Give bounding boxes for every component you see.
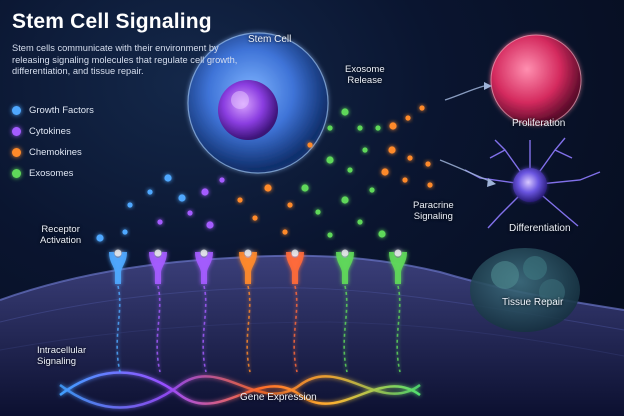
signaling-molecule bbox=[357, 219, 363, 225]
description-text: Stem cells communicate with their enviro… bbox=[12, 43, 238, 77]
signaling-pathway-line bbox=[202, 285, 207, 373]
receptor-icon bbox=[389, 249, 407, 284]
signaling-molecule bbox=[427, 182, 433, 188]
signaling-molecule bbox=[282, 229, 288, 235]
signaling-molecule bbox=[187, 210, 193, 216]
signaling-molecule bbox=[362, 147, 368, 153]
signaling-molecule bbox=[347, 167, 353, 173]
signaling-molecule bbox=[301, 184, 309, 192]
legend-label: Growth Factors bbox=[29, 105, 94, 116]
label-receptor-activation: Receptor Activation bbox=[40, 224, 81, 246]
signaling-molecule bbox=[122, 229, 128, 235]
signaling-molecule bbox=[264, 184, 272, 192]
legend-dot-icon bbox=[12, 148, 21, 157]
signaling-molecule bbox=[381, 168, 389, 176]
label-stem-cell: Stem Cell bbox=[248, 34, 292, 45]
signaling-pathway-line bbox=[293, 285, 298, 373]
signaling-molecule bbox=[341, 108, 349, 116]
signaling-molecule bbox=[389, 122, 397, 130]
legend-dot-icon bbox=[12, 106, 21, 115]
label-receptor-line1: Receptor bbox=[41, 224, 80, 235]
dna-helix bbox=[59, 371, 421, 409]
signaling-pathway-line bbox=[343, 285, 348, 373]
stem-cell bbox=[187, 32, 329, 174]
signaling-molecule bbox=[315, 209, 321, 215]
signaling-molecule bbox=[252, 215, 258, 221]
proliferation-cell bbox=[490, 34, 582, 126]
signaling-molecule bbox=[326, 156, 334, 164]
label-receptor-line2: Activation bbox=[40, 235, 82, 246]
receptor-icon bbox=[109, 249, 127, 284]
receptor-icon bbox=[336, 249, 354, 284]
label-paracrine-signaling: Paracrine Signaling bbox=[413, 200, 454, 222]
cell-membrane-surface bbox=[0, 255, 624, 416]
legend-label: Cytokines bbox=[29, 126, 71, 137]
signaling-molecule bbox=[402, 177, 408, 183]
signaling-pathway-line bbox=[246, 285, 251, 373]
label-proliferation: Proliferation bbox=[512, 118, 566, 129]
legend-dot-icon bbox=[12, 127, 21, 136]
signaling-molecule bbox=[327, 232, 333, 238]
signaling-molecule bbox=[327, 125, 333, 131]
signaling-molecule bbox=[206, 221, 214, 229]
signaling-molecule bbox=[96, 234, 104, 242]
legend-dot-icon bbox=[12, 169, 21, 178]
signaling-molecule bbox=[375, 125, 381, 131]
signaling-molecule bbox=[425, 161, 431, 167]
label-differentiation: Differentiation bbox=[509, 223, 571, 234]
receptor-icon bbox=[149, 249, 167, 284]
signaling-molecule bbox=[219, 177, 225, 183]
legend-label: Exosomes bbox=[29, 168, 74, 179]
label-intracellular-line2: Signaling bbox=[37, 356, 77, 367]
signaling-molecule bbox=[419, 105, 425, 111]
label-exosome-release: Exosome Release bbox=[345, 64, 385, 86]
signaling-pathway-line bbox=[116, 285, 121, 373]
signaling-molecule bbox=[147, 189, 153, 195]
signaling-molecule bbox=[157, 219, 163, 225]
label-exosome-line2: Release bbox=[347, 75, 383, 86]
tissue-repair-cluster bbox=[470, 248, 580, 332]
signaling-molecule bbox=[341, 196, 349, 204]
signaling-molecule bbox=[237, 197, 243, 203]
signaling-pathway-line bbox=[156, 285, 161, 373]
signaling-molecule bbox=[407, 155, 413, 161]
signaling-pathway-line bbox=[396, 285, 401, 373]
signaling-molecule bbox=[378, 230, 386, 238]
legend-label: Chemokines bbox=[29, 147, 82, 158]
page-title: Stem Cell Signaling bbox=[12, 10, 212, 33]
signaling-molecule bbox=[127, 202, 133, 208]
signaling-molecule bbox=[405, 115, 411, 121]
receptor-icon bbox=[195, 249, 213, 284]
receptor-row bbox=[109, 249, 407, 284]
label-intracellular-line1: Intracellular bbox=[37, 345, 87, 356]
label-intracellular-signaling: Intracellular Signaling bbox=[37, 345, 86, 367]
signaling-molecule bbox=[357, 125, 363, 131]
signaling-molecule bbox=[201, 188, 209, 196]
signaling-molecule bbox=[388, 146, 396, 154]
signaling-molecule bbox=[369, 187, 375, 193]
signaling-molecules bbox=[96, 105, 433, 242]
signaling-molecule bbox=[307, 142, 313, 148]
signaling-molecule bbox=[178, 194, 186, 202]
signaling-molecule bbox=[287, 202, 293, 208]
label-tissue-repair: Tissue Repair bbox=[502, 297, 564, 308]
label-exosome-line1: Exosome bbox=[345, 64, 385, 75]
receptor-icon bbox=[286, 249, 304, 284]
intracellular-pathways bbox=[116, 285, 401, 373]
label-paracrine-line1: Paracrine bbox=[413, 200, 454, 211]
label-paracrine-line2: Signaling bbox=[413, 211, 453, 222]
receptor-icon bbox=[239, 249, 257, 284]
label-gene-expression: Gene Expression bbox=[240, 392, 317, 403]
signaling-molecule bbox=[164, 174, 172, 182]
